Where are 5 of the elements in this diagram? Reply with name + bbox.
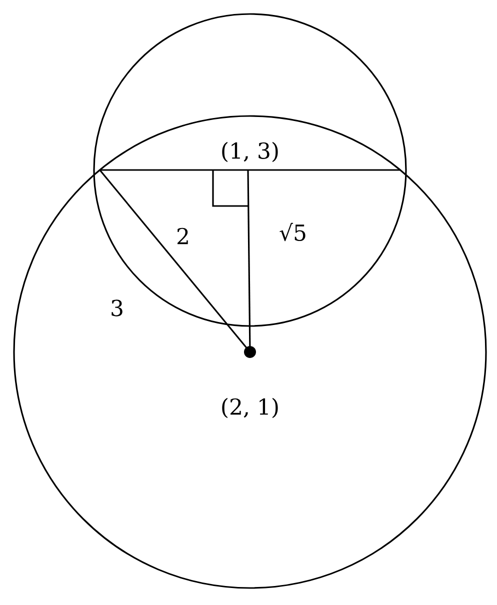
length-label: 2 [178, 228, 188, 244]
length-label: √5 [280, 222, 306, 242]
point-label: (1, 3) [222, 142, 278, 162]
length-label: 3 [112, 300, 122, 316]
point-label: (2, 1) [222, 398, 278, 418]
